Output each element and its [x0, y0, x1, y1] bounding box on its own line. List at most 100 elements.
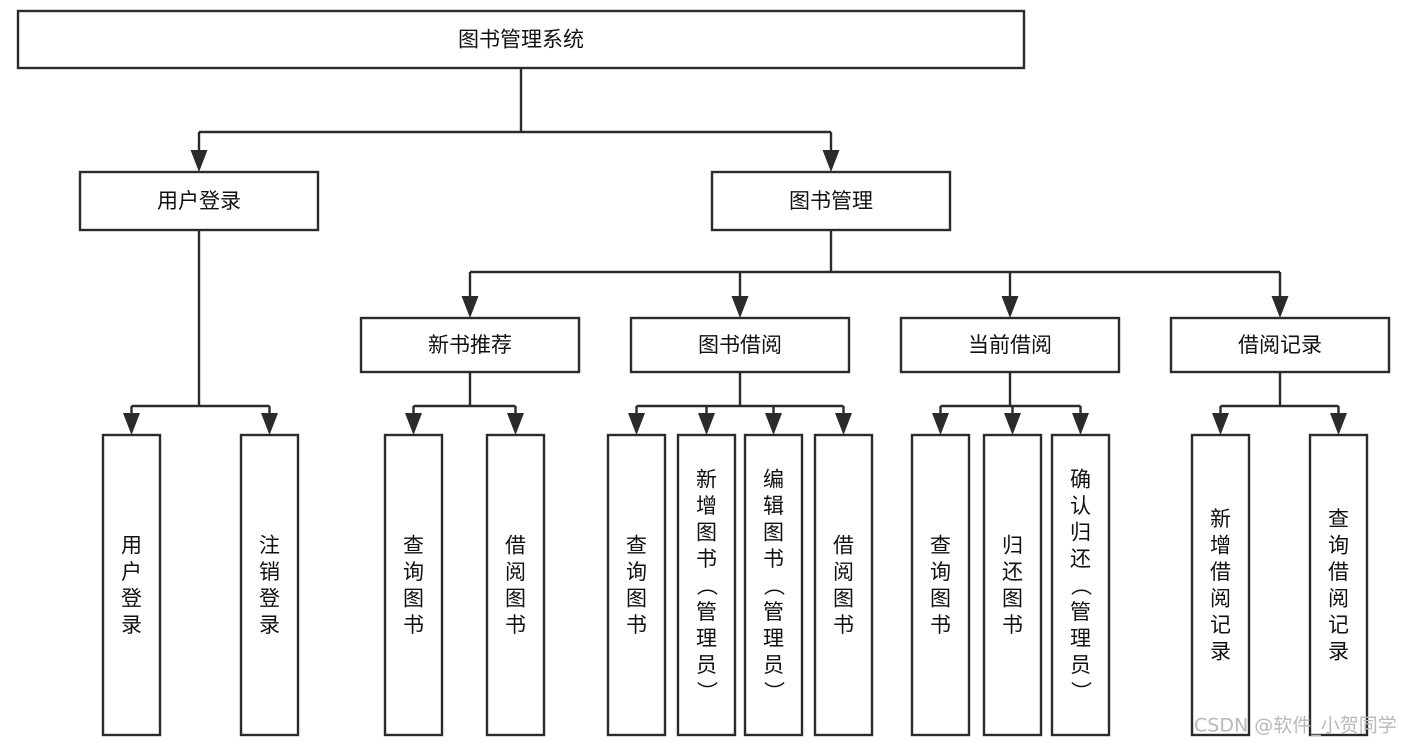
node-label-user-login: 用户登录: [157, 189, 241, 213]
arrow-head-icon: [1001, 296, 1019, 318]
arrow-head-icon: [507, 413, 524, 435]
node-label-leaf-query-book-2-char: 图: [626, 587, 647, 611]
node-box-leaf-add-book[interactable]: [676, 433, 737, 737]
node-label-leaf-add-record-char: 新: [1210, 507, 1231, 531]
node-label-leaf-confirm-return-char: 确: [1070, 467, 1091, 491]
node-label-leaf-query-record-char: 阅: [1328, 587, 1349, 611]
node-label-borrow-record: 借阅记录: [1238, 333, 1322, 357]
node-label-leaf-borrow-book-2-char: 借: [833, 534, 854, 558]
node-current-borrow[interactable]: 当前借阅: [899, 316, 1121, 374]
node-label-leaf-add-book-char: 理: [696, 626, 717, 650]
node-box-leaf-logout[interactable]: [239, 433, 300, 737]
arrow-head-icon: [261, 413, 278, 435]
arrow-head-icon: [1212, 413, 1229, 435]
node-box-book-borrow[interactable]: [629, 316, 851, 374]
connector-group-root: [190, 68, 840, 172]
node-box-leaf-confirm-return[interactable]: [1050, 433, 1111, 737]
arrow-head-icon: [123, 413, 140, 435]
arrow-head-icon: [765, 413, 782, 435]
node-box-new-book-rec[interactable]: [359, 316, 581, 374]
node-label-leaf-query-book-2-char: 书: [626, 613, 647, 637]
node-label-leaf-edit-book-char: ）: [762, 681, 786, 702]
node-label-leaf-confirm-return-char: ）: [1069, 681, 1093, 702]
node-label-leaf-confirm-return-char: 还: [1070, 547, 1091, 571]
node-label-leaf-add-record-char: 增: [1210, 534, 1231, 558]
node-label-leaf-user-login-char: 户: [121, 560, 142, 584]
node-user-login[interactable]: 用户登录: [78, 170, 320, 232]
arrow-head-icon: [1004, 413, 1021, 435]
node-label-leaf-query-book-3-char: 询: [930, 560, 951, 584]
node-box-book-manage[interactable]: [710, 170, 952, 232]
node-label-leaf-query-record-char: 记: [1328, 613, 1349, 637]
node-label-leaf-logout-char: 录: [259, 613, 280, 637]
connector-group-user-login: [123, 230, 278, 435]
node-label-leaf-edit-book-char: 管: [763, 600, 784, 624]
node-label-leaf-edit-book-char: （: [762, 575, 786, 596]
node-label-leaf-confirm-return-char: 认: [1070, 494, 1091, 518]
node-box-leaf-query-book-1[interactable]: [383, 433, 444, 737]
node-box-leaf-query-book-3[interactable]: [910, 433, 971, 737]
node-label-leaf-add-book-char: ）: [695, 681, 719, 702]
node-label-leaf-borrow-book-1-char: 阅: [505, 560, 526, 584]
node-label-leaf-add-record-char: 借: [1210, 560, 1231, 584]
node-box-root[interactable]: [16, 9, 1026, 70]
node-box-leaf-borrow-book-1[interactable]: [485, 433, 546, 737]
node-label-leaf-user-login-char: 用: [121, 534, 142, 558]
node-label-leaf-add-book-char: 新: [696, 467, 717, 491]
node-label-leaf-query-book-2-char: 询: [626, 560, 647, 584]
node-label-leaf-borrow-book-2-char: 图: [833, 587, 854, 611]
arrow-head-icon: [731, 296, 749, 318]
node-label-leaf-logout-char: 登: [259, 587, 280, 611]
arrow-head-icon: [698, 413, 715, 435]
node-label-leaf-query-book-3-char: 图: [930, 587, 951, 611]
node-layer: 图书管理系统用户登录图书管理新书推荐图书借阅当前借阅借阅记录用户登录注销登录查询…: [16, 9, 1391, 737]
node-label-leaf-add-book-char: 书: [696, 547, 717, 571]
node-label-leaf-borrow-book-1-char: 图: [505, 587, 526, 611]
csdn-watermark: CSDN @软件_小贺同学: [1194, 715, 1397, 737]
node-box-leaf-borrow-book-2[interactable]: [813, 433, 874, 737]
connector-group-book-borrow: [628, 372, 852, 435]
node-box-leaf-query-record[interactable]: [1308, 433, 1369, 737]
node-box-leaf-add-record[interactable]: [1190, 433, 1251, 737]
node-label-leaf-logout-char: 注: [259, 534, 280, 558]
node-label-leaf-confirm-return-char: （: [1069, 575, 1093, 596]
node-new-book-rec[interactable]: 新书推荐: [359, 316, 581, 374]
node-box-leaf-edit-book[interactable]: [743, 433, 804, 737]
connector-group-borrow-record: [1212, 372, 1347, 435]
node-box-user-login[interactable]: [78, 170, 320, 232]
connector-group-book-manage: [461, 230, 1289, 318]
node-box-leaf-query-book-2[interactable]: [606, 433, 667, 737]
arrow-head-icon: [1072, 413, 1089, 435]
node-label-leaf-return-book-char: 图: [1002, 587, 1023, 611]
node-label-leaf-edit-book-char: 理: [763, 626, 784, 650]
node-book-manage[interactable]: 图书管理: [710, 170, 952, 232]
node-label-leaf-borrow-book-1-char: 借: [505, 534, 526, 558]
node-label-leaf-query-record-char: 录: [1328, 640, 1349, 664]
node-root[interactable]: 图书管理系统: [16, 9, 1026, 70]
node-box-current-borrow[interactable]: [899, 316, 1121, 374]
node-box-leaf-return-book[interactable]: [982, 433, 1043, 737]
arrow-head-icon: [1271, 296, 1289, 318]
node-leaf-user-login[interactable]: 用户登录: [101, 433, 162, 737]
node-box-borrow-record[interactable]: [1169, 316, 1391, 374]
node-book-borrow[interactable]: 图书借阅: [629, 316, 851, 374]
node-label-leaf-edit-book-char: 编: [763, 467, 784, 491]
connector-group-new-book-rec: [405, 372, 524, 435]
node-label-leaf-add-book-char: 图: [696, 520, 717, 544]
node-label-leaf-return-book-char: 归: [1002, 534, 1023, 558]
node-box-leaf-user-login[interactable]: [101, 433, 162, 737]
node-label-leaf-confirm-return-char: 管: [1070, 600, 1091, 624]
node-borrow-record[interactable]: 借阅记录: [1169, 316, 1391, 374]
